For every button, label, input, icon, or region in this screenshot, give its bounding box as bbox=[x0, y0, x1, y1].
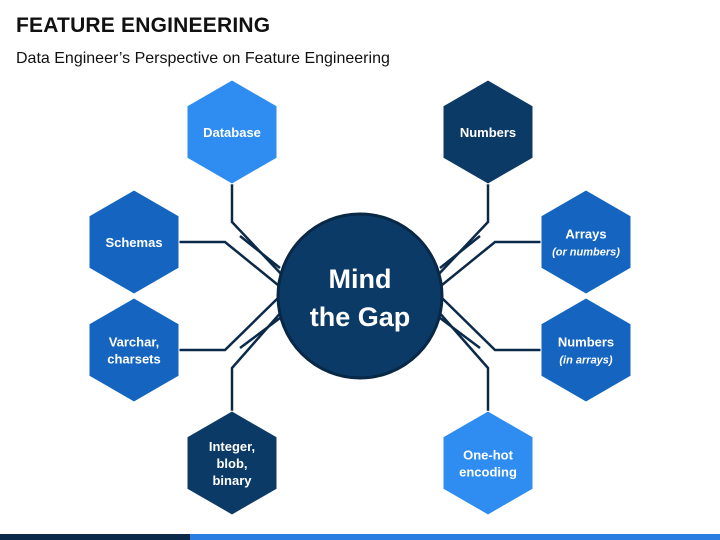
connector-integer-blob-binary bbox=[230, 309, 284, 411]
hexagon-node-integer-blob-binary: Integer, blob, binary bbox=[186, 410, 278, 516]
connector-lines bbox=[179, 184, 541, 411]
connector-one-hot-encoding bbox=[436, 309, 490, 411]
connector-accent-0 bbox=[239, 235, 281, 269]
connector-accent-2 bbox=[239, 317, 281, 349]
hexagon-label-integer-blob-binary: Integer, bbox=[209, 439, 255, 454]
hexagon-label-arrays: Arrays bbox=[565, 227, 606, 242]
hexagon-shape-arrays bbox=[540, 189, 632, 295]
center-label-line: the Gap bbox=[310, 302, 411, 332]
hexagon-label-database: Database bbox=[203, 125, 261, 140]
hexagon-label-varchar-charsets: charsets bbox=[107, 352, 160, 367]
bottom-bar-blue-segment bbox=[190, 534, 720, 540]
connector-varchar-charsets bbox=[179, 297, 279, 352]
hexagon-label-one-hot-encoding: encoding bbox=[459, 465, 517, 480]
hexagon-node-numbers-in-arrays: Numbers (in arrays) bbox=[540, 297, 632, 403]
connector-accent-3 bbox=[439, 317, 481, 349]
connector-accent-1 bbox=[439, 235, 481, 269]
page-title: FEATURE ENGINEERING bbox=[16, 14, 271, 37]
hexagon-label-one-hot-encoding: One-hot bbox=[463, 448, 513, 463]
hexagon-node-varchar-charsets: Varchar, charsets bbox=[88, 297, 180, 403]
hexagon-label-integer-blob-binary: blob, bbox=[216, 456, 247, 471]
connector-database bbox=[230, 184, 284, 277]
hexagon-shape-schemas bbox=[88, 189, 180, 295]
hexagon-label-numbers-in-arrays: Numbers bbox=[558, 335, 614, 350]
hexagon-shape-one-hot-encoding bbox=[442, 410, 534, 516]
hexagon-shape-database bbox=[186, 79, 278, 185]
connector-schemas bbox=[179, 240, 279, 286]
bottom-accent-bar bbox=[0, 534, 720, 540]
hexagon-node-arrays: Arrays (or numbers) bbox=[540, 189, 632, 295]
bottom-bar-navy-segment bbox=[0, 534, 190, 540]
hexagon-node-database: Database bbox=[186, 79, 278, 185]
connector-arrays bbox=[441, 240, 541, 286]
hexagon-label-numbers: Numbers bbox=[460, 125, 516, 140]
hexagon-sublabel-numbers-in-arrays: (in arrays) bbox=[559, 355, 613, 367]
connector-numbers bbox=[436, 184, 490, 277]
hexagon-node-schemas: Schemas bbox=[88, 189, 180, 295]
hexagon-shape-numbers-in-arrays bbox=[540, 297, 632, 403]
hexagon-node-one-hot-encoding: One-hot encoding bbox=[442, 410, 534, 516]
hexagon-label-integer-blob-binary: binary bbox=[212, 473, 252, 488]
hexagon-shape-numbers bbox=[442, 79, 534, 185]
center-circle bbox=[276, 212, 444, 380]
hexagon-node-numbers: Numbers bbox=[442, 79, 534, 185]
center-node: Mind the Gap bbox=[276, 212, 444, 380]
center-label-line: Mind bbox=[329, 264, 392, 294]
hexagon-label-varchar-charsets: Varchar, bbox=[109, 335, 160, 350]
hexagon-shape-integer-blob-binary bbox=[186, 410, 278, 516]
page-subtitle: Data Engineer’s Perspective on Feature E… bbox=[16, 50, 390, 67]
connector-numbers-in-arrays bbox=[441, 297, 541, 352]
hexagon-shape-varchar-charsets bbox=[88, 297, 180, 403]
hexagon-label-schemas: Schemas bbox=[105, 235, 162, 250]
hexagon-sublabel-arrays: (or numbers) bbox=[552, 247, 620, 259]
